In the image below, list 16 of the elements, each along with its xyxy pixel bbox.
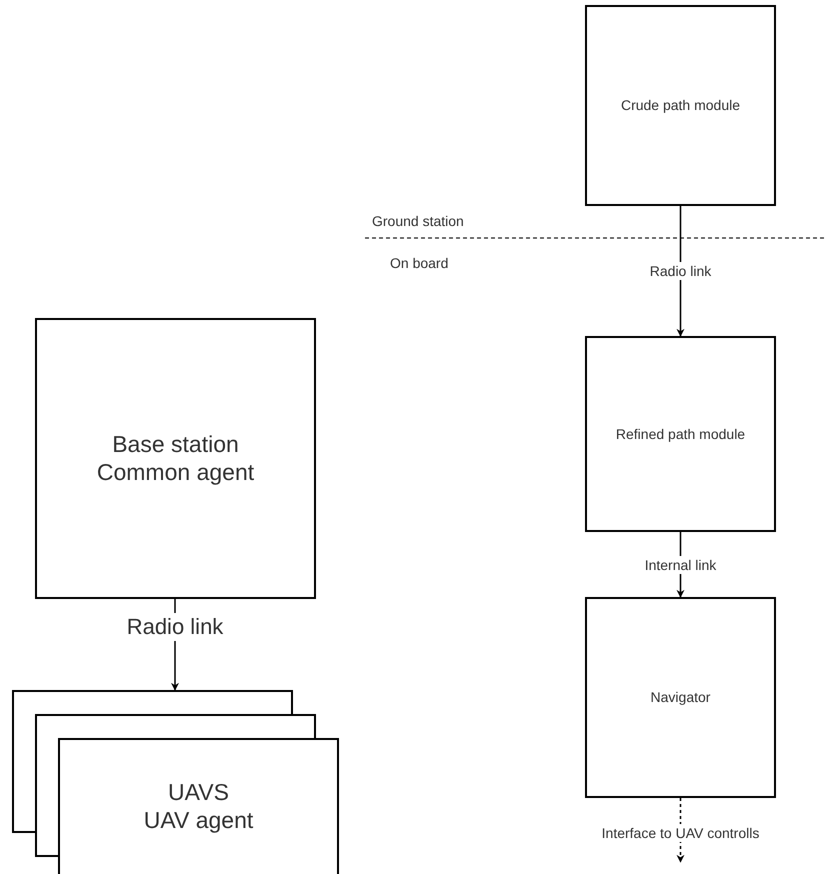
module-box — [585, 336, 776, 532]
node-heading: Base station — [112, 430, 239, 458]
edge-label: Radio link — [648, 262, 714, 280]
zone-label: On board — [390, 255, 448, 271]
node-heading: UAVS — [168, 778, 229, 806]
node-text: Common agent — [96, 458, 254, 486]
node-text: UAV agent — [144, 806, 254, 834]
node-text: Crude path module — [620, 97, 740, 114]
module-box — [585, 597, 776, 798]
module-box — [585, 5, 776, 206]
zone-label: Ground station — [372, 213, 464, 229]
edge-label: Interface to UAV controlls — [600, 824, 762, 842]
stacked-agent-boxes — [12, 690, 339, 874]
node-text: Refined path module — [616, 426, 746, 442]
agent-box — [35, 318, 316, 599]
node-text: Navigator — [650, 689, 710, 706]
